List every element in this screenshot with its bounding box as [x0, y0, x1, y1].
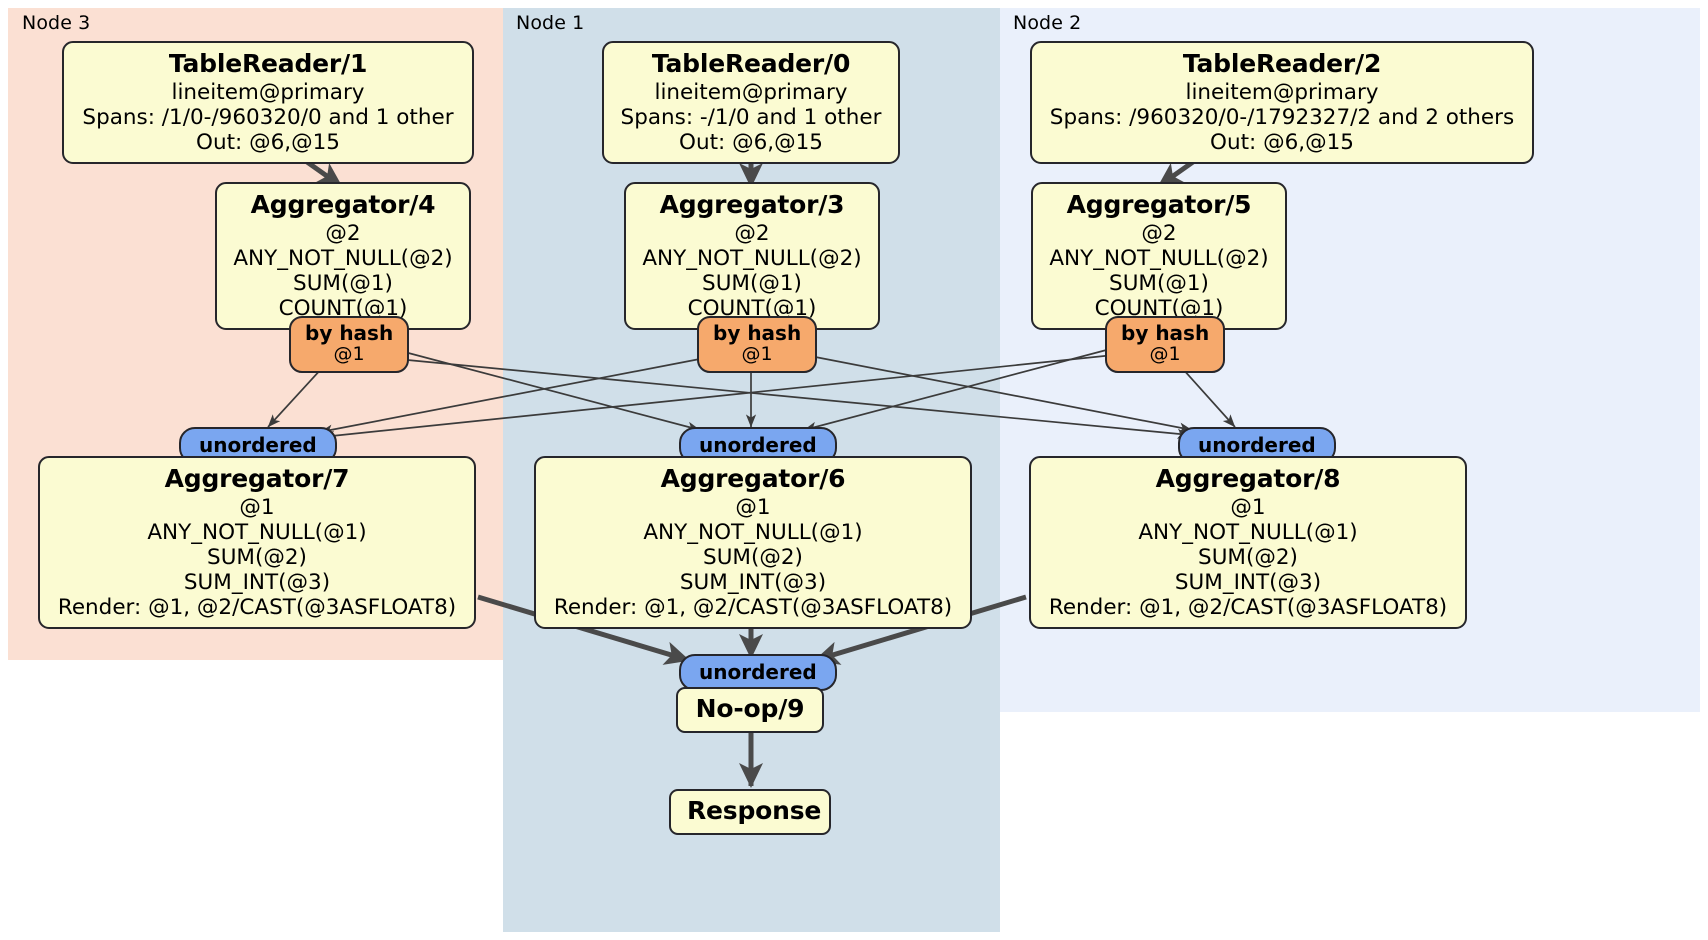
router-label: by hash — [713, 321, 802, 345]
processor-line: SUM_INT(@3) — [183, 569, 331, 595]
processor-tablereader-0[interactable]: TableReader/0 lineitem@primary Spans: -/… — [602, 41, 900, 164]
node-label-node3: Node 3 — [22, 12, 91, 34]
processor-line: Out: @6,@15 — [1210, 129, 1354, 155]
router-by-hash-right[interactable]: by hash @1 — [1105, 316, 1226, 373]
processor-title: TableReader/0 — [651, 49, 851, 78]
router-column: @1 — [1149, 343, 1181, 366]
processor-line: SUM_INT(@3) — [1174, 569, 1322, 595]
processor-line: @1 — [1230, 494, 1266, 520]
processor-line: lineitem@primary — [654, 79, 848, 105]
node-label-node2: Node 2 — [1013, 12, 1082, 34]
processor-line: SUM(@2) — [703, 544, 803, 570]
processor-title: No-op/9 — [695, 694, 805, 723]
processor-aggregator-5[interactable]: Aggregator/5 @2 ANY_NOT_NULL(@2) SUM(@1)… — [1031, 182, 1287, 331]
processor-line: ANY_NOT_NULL(@2) — [233, 245, 453, 271]
processor-line: ANY_NOT_NULL(@1) — [147, 519, 367, 545]
processor-title: TableReader/1 — [168, 49, 368, 78]
processor-line: ANY_NOT_NULL(@1) — [643, 519, 863, 545]
processor-aggregator-6[interactable]: Aggregator/6 @1 ANY_NOT_NULL(@1) SUM(@2)… — [534, 456, 972, 630]
router-label: by hash — [1121, 321, 1210, 345]
synchronizer-label: unordered — [699, 660, 817, 684]
processor-noop-9[interactable]: No-op/9 — [676, 687, 824, 733]
processor-aggregator-8[interactable]: Aggregator/8 @1 ANY_NOT_NULL(@1) SUM(@2)… — [1029, 456, 1467, 630]
processor-title: TableReader/2 — [1182, 49, 1382, 78]
router-column: @1 — [741, 343, 773, 366]
node-label-node1: Node 1 — [516, 12, 585, 34]
processor-line: lineitem@primary — [1185, 79, 1379, 105]
processor-line: @2 — [1141, 220, 1177, 246]
processor-line: SUM(@2) — [207, 544, 307, 570]
router-label: by hash — [305, 321, 394, 345]
processor-title: Response — [687, 796, 822, 825]
processor-line: @2 — [734, 220, 770, 246]
processor-title: Aggregator/7 — [164, 464, 350, 493]
processor-line: SUM(@1) — [1109, 270, 1209, 296]
processor-line: Out: @6,@15 — [679, 129, 823, 155]
synchronizer-label: unordered — [199, 433, 317, 457]
processor-line: @2 — [325, 220, 361, 246]
processor-title: Aggregator/8 — [1155, 464, 1341, 493]
processor-line: SUM(@1) — [702, 270, 802, 296]
processor-tablereader-2[interactable]: TableReader/2 lineitem@primary Spans: /9… — [1030, 41, 1534, 164]
synchronizer-label: unordered — [699, 433, 817, 457]
processor-tablereader-1[interactable]: TableReader/1 lineitem@primary Spans: /1… — [62, 41, 474, 164]
processor-aggregator-7[interactable]: Aggregator/7 @1 ANY_NOT_NULL(@1) SUM(@2)… — [38, 456, 476, 630]
processor-aggregator-3[interactable]: Aggregator/3 @2 ANY_NOT_NULL(@2) SUM(@1)… — [624, 182, 880, 331]
processor-line: @1 — [735, 494, 771, 520]
processor-line: Render: @1, @2/CAST(@3ASFLOAT8) — [1048, 595, 1448, 621]
router-by-hash-center[interactable]: by hash @1 — [697, 316, 818, 373]
processor-line: Spans: /960320/0-/1792327/2 and 2 others — [1049, 104, 1515, 130]
processor-title: Aggregator/4 — [250, 190, 436, 219]
router-by-hash-left[interactable]: by hash @1 — [289, 316, 410, 373]
processor-line: SUM(@1) — [293, 270, 393, 296]
processor-title: Aggregator/5 — [1066, 190, 1252, 219]
processor-title: Aggregator/3 — [659, 190, 845, 219]
processor-line: Out: @6,@15 — [196, 129, 340, 155]
processor-line: Spans: -/1/0 and 1 other — [620, 104, 882, 130]
processor-line: Spans: /1/0-/960320/0 and 1 other — [82, 104, 454, 130]
processor-line: SUM_INT(@3) — [679, 569, 827, 595]
synchronizer-unordered-final[interactable]: unordered — [679, 654, 837, 692]
processor-line: Render: @1, @2/CAST(@3ASFLOAT8) — [553, 595, 953, 621]
processor-line: lineitem@primary — [171, 79, 365, 105]
router-column: @1 — [333, 343, 365, 366]
processor-line: ANY_NOT_NULL(@2) — [1049, 245, 1269, 271]
processor-aggregator-4[interactable]: Aggregator/4 @2 ANY_NOT_NULL(@2) SUM(@1)… — [215, 182, 471, 331]
processor-line: ANY_NOT_NULL(@1) — [1138, 519, 1358, 545]
processor-line: @1 — [239, 494, 275, 520]
processor-response[interactable]: Response — [669, 789, 831, 835]
processor-line: ANY_NOT_NULL(@2) — [642, 245, 862, 271]
processor-line: SUM(@2) — [1198, 544, 1298, 570]
processor-line: Render: @1, @2/CAST(@3ASFLOAT8) — [57, 595, 457, 621]
synchronizer-label: unordered — [1198, 433, 1316, 457]
processor-title: Aggregator/6 — [660, 464, 846, 493]
